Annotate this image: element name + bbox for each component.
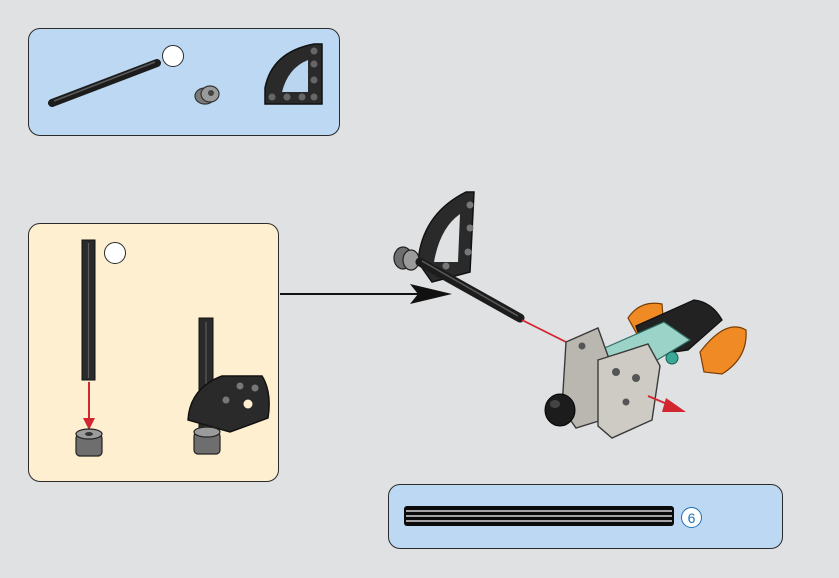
axle-length-badge: 6 <box>681 507 702 528</box>
bush-part-lower <box>76 429 102 456</box>
motor-assembly <box>545 300 746 438</box>
axle-actual-size <box>404 506 674 526</box>
axle-part <box>52 62 157 103</box>
frame-with-axle <box>394 192 520 318</box>
callout-arrow <box>280 284 452 304</box>
quarter-circle-frame-part <box>265 44 322 104</box>
sub-assembly-count-badge <box>104 242 126 264</box>
bush-part <box>195 86 219 104</box>
axle-vertical-part <box>82 240 95 380</box>
red-insert-line <box>522 320 566 342</box>
parts-count-badge <box>162 45 184 67</box>
assembled-frame-part <box>188 318 269 454</box>
insert-arrow <box>83 382 95 430</box>
